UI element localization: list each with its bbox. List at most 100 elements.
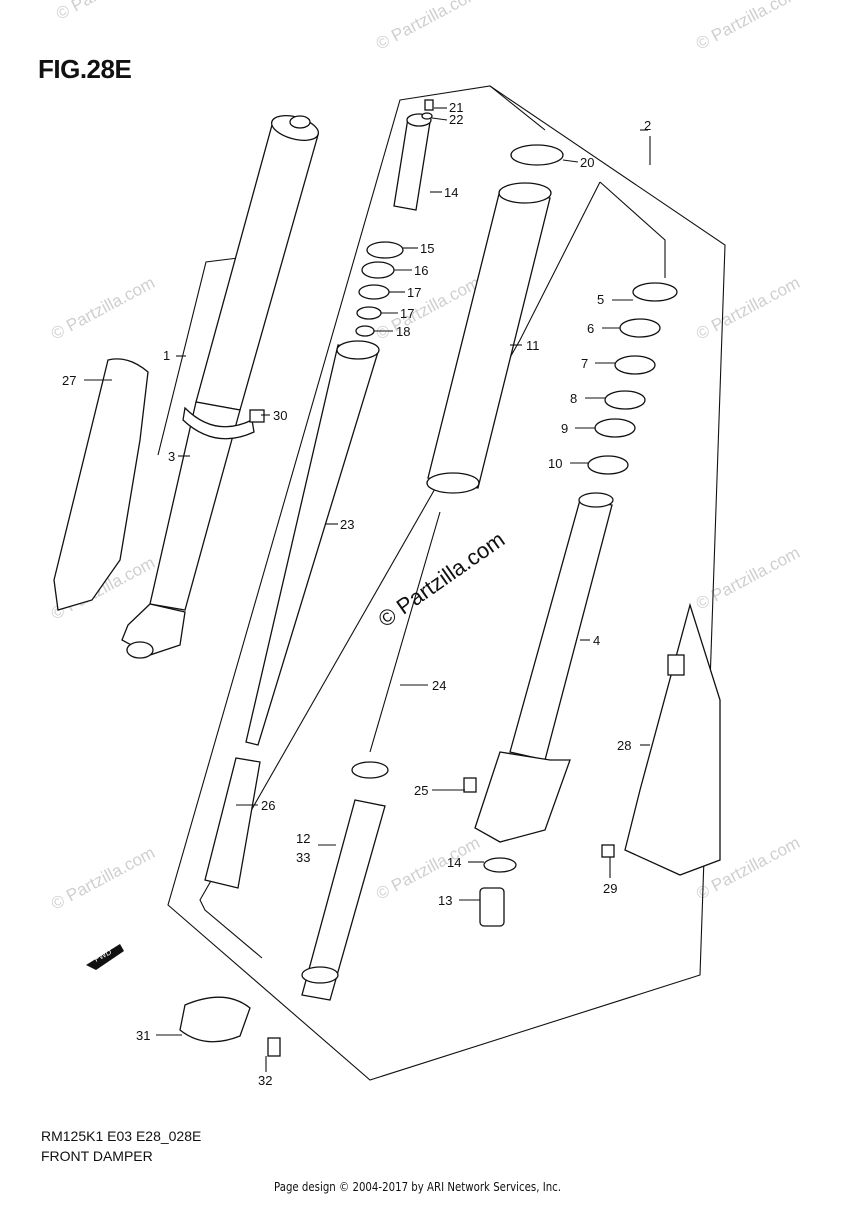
callout-29[interactable]: 29 bbox=[603, 881, 617, 896]
callout-17a[interactable]: 16 bbox=[414, 263, 428, 278]
frame-edge bbox=[489, 85, 546, 131]
inner-tube-bottom bbox=[426, 472, 480, 494]
callout-11[interactable]: 11 bbox=[526, 338, 540, 353]
callout-30[interactable]: 30 bbox=[273, 408, 287, 423]
spring-coil bbox=[351, 761, 389, 779]
oring-22 bbox=[421, 112, 433, 120]
oil-seal-8 bbox=[604, 390, 646, 410]
watermark: © Partzilla.com bbox=[693, 543, 803, 614]
callout-19[interactable]: 18 bbox=[396, 324, 410, 339]
callout-18[interactable]: 17 bbox=[400, 306, 414, 321]
bolt-32 bbox=[267, 1037, 281, 1057]
callout-9[interactable]: 9 bbox=[561, 421, 568, 436]
callout-10[interactable]: 10 bbox=[548, 456, 562, 471]
callout-32[interactable]: 32 bbox=[258, 1073, 272, 1088]
tube-clamp bbox=[182, 406, 255, 440]
watermark: © Partzilla.com bbox=[53, 0, 163, 24]
callout-1[interactable]: 1 bbox=[163, 348, 170, 363]
cylinder-top bbox=[336, 340, 380, 360]
callout-labels: 21 22 20 2 14 15 16 17 17 18 11 5 6 7 8 … bbox=[62, 100, 651, 1088]
bushing-17b bbox=[358, 284, 390, 300]
stopper-ring-9 bbox=[594, 418, 636, 438]
valve-13 bbox=[479, 887, 505, 927]
callout-23[interactable]: 23 bbox=[340, 517, 354, 532]
frame-inner-edge bbox=[599, 181, 666, 278]
callout-6[interactable]: 6 bbox=[587, 321, 594, 336]
guard-clip bbox=[667, 654, 685, 676]
callout-17b[interactable]: 17 bbox=[407, 285, 421, 300]
center-watermark: © Partzilla.com bbox=[374, 527, 510, 633]
callout-8[interactable]: 8 bbox=[570, 391, 577, 406]
damper-rod-spring bbox=[393, 117, 431, 211]
spring-coil bbox=[301, 966, 339, 984]
spacer-tube bbox=[204, 757, 261, 889]
cap-bolt bbox=[289, 115, 311, 129]
lower-bracket-4 bbox=[474, 751, 571, 843]
watermark: © Partzilla.com bbox=[693, 273, 803, 344]
dust-seal-10 bbox=[587, 455, 629, 475]
callout-33[interactable]: 33 bbox=[296, 850, 310, 865]
bolt-29 bbox=[601, 844, 615, 858]
watermark: © Partzilla.com bbox=[48, 843, 158, 914]
callout-4[interactable]: 4 bbox=[593, 633, 600, 648]
ring-16 bbox=[366, 241, 404, 259]
gasket-14 bbox=[483, 857, 517, 873]
callout-31[interactable]: 31 bbox=[136, 1028, 150, 1043]
bracket-line-1-3 bbox=[157, 257, 239, 456]
callout-21[interactable]: 21 bbox=[449, 100, 463, 115]
callout-27[interactable]: 27 bbox=[62, 373, 76, 388]
callout-20[interactable]: 20 bbox=[580, 155, 594, 170]
callout-25[interactable]: 25 bbox=[414, 783, 428, 798]
bushing-17a bbox=[361, 261, 395, 279]
callout-3[interactable]: 3 bbox=[168, 449, 175, 464]
callout-14[interactable]: 14 bbox=[447, 855, 461, 870]
callout-26[interactable]: 26 bbox=[261, 798, 275, 813]
bolt-25 bbox=[463, 777, 477, 793]
fork-guard-right bbox=[624, 602, 721, 876]
washer-7 bbox=[614, 355, 656, 375]
callout-13-label[interactable]: 13 bbox=[438, 893, 452, 908]
watermark: © Partzilla.com bbox=[373, 0, 483, 54]
callout-24[interactable]: 24 bbox=[432, 678, 446, 693]
diagram-name: FRONT DAMPER bbox=[41, 1148, 153, 1164]
fork-spring bbox=[301, 761, 389, 1001]
bolt-21 bbox=[424, 99, 434, 111]
clamp-bolt bbox=[249, 409, 265, 423]
copyright-footer: Page design © 2004-2017 by ARI Network S… bbox=[274, 1180, 562, 1194]
leader-lines bbox=[84, 107, 651, 1072]
model-code: RM125K1 E03 E28_028E bbox=[41, 1128, 202, 1144]
callout-16[interactable]: 15 bbox=[420, 241, 434, 256]
watermark: © Partzilla.com bbox=[48, 273, 158, 344]
clamp-31 bbox=[179, 996, 251, 1043]
ring-18 bbox=[356, 306, 382, 320]
oring-20 bbox=[510, 144, 564, 166]
callout-12[interactable]: 12 bbox=[296, 831, 310, 846]
bushing-5 bbox=[632, 282, 678, 302]
figure-title: FIG.28E bbox=[38, 54, 132, 84]
callout-22[interactable]: 22 bbox=[449, 112, 463, 127]
fwd-arrow-icon: FWD bbox=[86, 944, 124, 970]
outer-tube bbox=[195, 124, 319, 411]
inner-tube-top bbox=[498, 182, 552, 204]
watermark: © Partzilla.com bbox=[693, 0, 803, 54]
fork-guard-left bbox=[53, 358, 149, 611]
callout-5[interactable]: 5 bbox=[597, 292, 604, 307]
spring-body bbox=[301, 799, 386, 1001]
callout-2[interactable]: 2 bbox=[644, 118, 651, 133]
rod-24 bbox=[369, 511, 441, 753]
watermark: © Partzilla.com bbox=[373, 833, 483, 904]
axle-hole bbox=[126, 641, 154, 659]
outer-tube-4 bbox=[509, 499, 613, 761]
callout-28[interactable]: 28 bbox=[617, 738, 631, 753]
ring-19 bbox=[355, 325, 375, 337]
lower-tube bbox=[149, 401, 241, 611]
damper-cartridge-top bbox=[393, 99, 434, 211]
outer-tube-top bbox=[578, 492, 614, 508]
callout-7[interactable]: 7 bbox=[581, 356, 588, 371]
bushing-6 bbox=[619, 318, 661, 338]
callout-15[interactable]: 14 bbox=[444, 185, 458, 200]
frame-inner-edge-left bbox=[199, 181, 601, 959]
fork-outer-tube-assembly bbox=[121, 115, 320, 659]
